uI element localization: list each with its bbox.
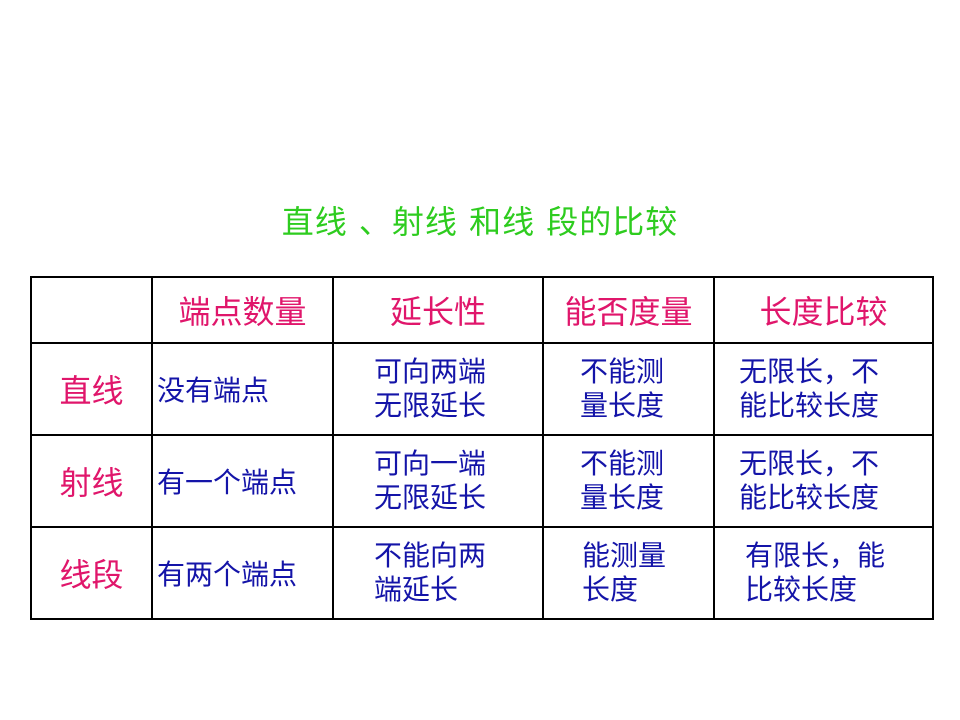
row-name-segment: 线段 <box>30 526 153 620</box>
table-row-line: 直线 没有端点 可向两端 无限延长 不能测 量长度 无限长，不 能比较长度 <box>30 342 934 436</box>
cell-measurability-segment-2: 长度 <box>582 573 639 606</box>
cell-comparison-ray: 无限长，不 能比较长度 <box>713 434 934 528</box>
slide-title: 直线 、射线 和线 段的比较 <box>281 203 679 241</box>
cell-measurability-line: 不能测 量长度 <box>542 342 715 436</box>
cell-measurability-segment-1: 能测量 <box>582 539 667 572</box>
cell-measurability-ray-2: 量长度 <box>580 481 665 514</box>
header-extension: 延长性 <box>332 276 544 344</box>
cell-endpoints-ray: 有一个端点 <box>151 434 334 528</box>
header-endpoints: 端点数量 <box>151 276 334 344</box>
table-header-row: 端点数量 延长性 能否度量 长度比较 <box>30 276 934 344</box>
cell-extension-line-2: 无限延长 <box>374 389 487 422</box>
comparison-table: 端点数量 延长性 能否度量 长度比较 直线 没有端点 可向两端 无限延长 不能测… <box>30 276 934 620</box>
cell-measurability-line-2: 量长度 <box>580 389 665 422</box>
cell-measurability-segment: 能测量 长度 <box>542 526 715 620</box>
cell-comparison-line: 无限长，不 能比较长度 <box>713 342 934 436</box>
table-row-ray: 射线 有一个端点 可向一端 无限延长 不能测 量长度 无限长，不 能比较长度 <box>30 434 934 528</box>
cell-measurability-ray-1: 不能测 <box>580 447 665 480</box>
cell-extension-segment-2: 端延长 <box>374 573 459 606</box>
cell-extension-ray: 可向一端 无限延长 <box>332 434 544 528</box>
cell-comparison-line-2: 能比较长度 <box>739 389 880 422</box>
cell-comparison-ray-1: 无限长，不 <box>739 447 880 480</box>
cell-endpoints-segment: 有两个端点 <box>151 526 334 620</box>
row-name-line: 直线 <box>30 342 153 436</box>
header-corner-cell <box>30 276 153 344</box>
header-length-comparison: 长度比较 <box>713 276 934 344</box>
cell-extension-ray-1: 可向一端 <box>374 447 487 480</box>
cell-comparison-segment: 有限长，能 比较长度 <box>713 526 934 620</box>
header-measurability: 能否度量 <box>542 276 715 344</box>
cell-extension-ray-2: 无限延长 <box>374 481 487 514</box>
cell-extension-segment-1: 不能向两 <box>374 539 487 572</box>
cell-comparison-ray-2: 能比较长度 <box>739 481 880 514</box>
cell-comparison-segment-2: 比较长度 <box>745 573 858 606</box>
cell-measurability-ray: 不能测 量长度 <box>542 434 715 528</box>
cell-comparison-segment-1: 有限长，能 <box>745 539 886 572</box>
cell-endpoints-line: 没有端点 <box>151 342 334 436</box>
cell-comparison-line-1: 无限长，不 <box>739 355 880 388</box>
cell-extension-line: 可向两端 无限延长 <box>332 342 544 436</box>
cell-measurability-line-1: 不能测 <box>580 355 665 388</box>
table-row-segment: 线段 有两个端点 不能向两 端延长 能测量 长度 有限长，能 比较长度 <box>30 526 934 620</box>
cell-extension-segment: 不能向两 端延长 <box>332 526 544 620</box>
row-name-ray: 射线 <box>30 434 153 528</box>
cell-extension-line-1: 可向两端 <box>374 355 487 388</box>
